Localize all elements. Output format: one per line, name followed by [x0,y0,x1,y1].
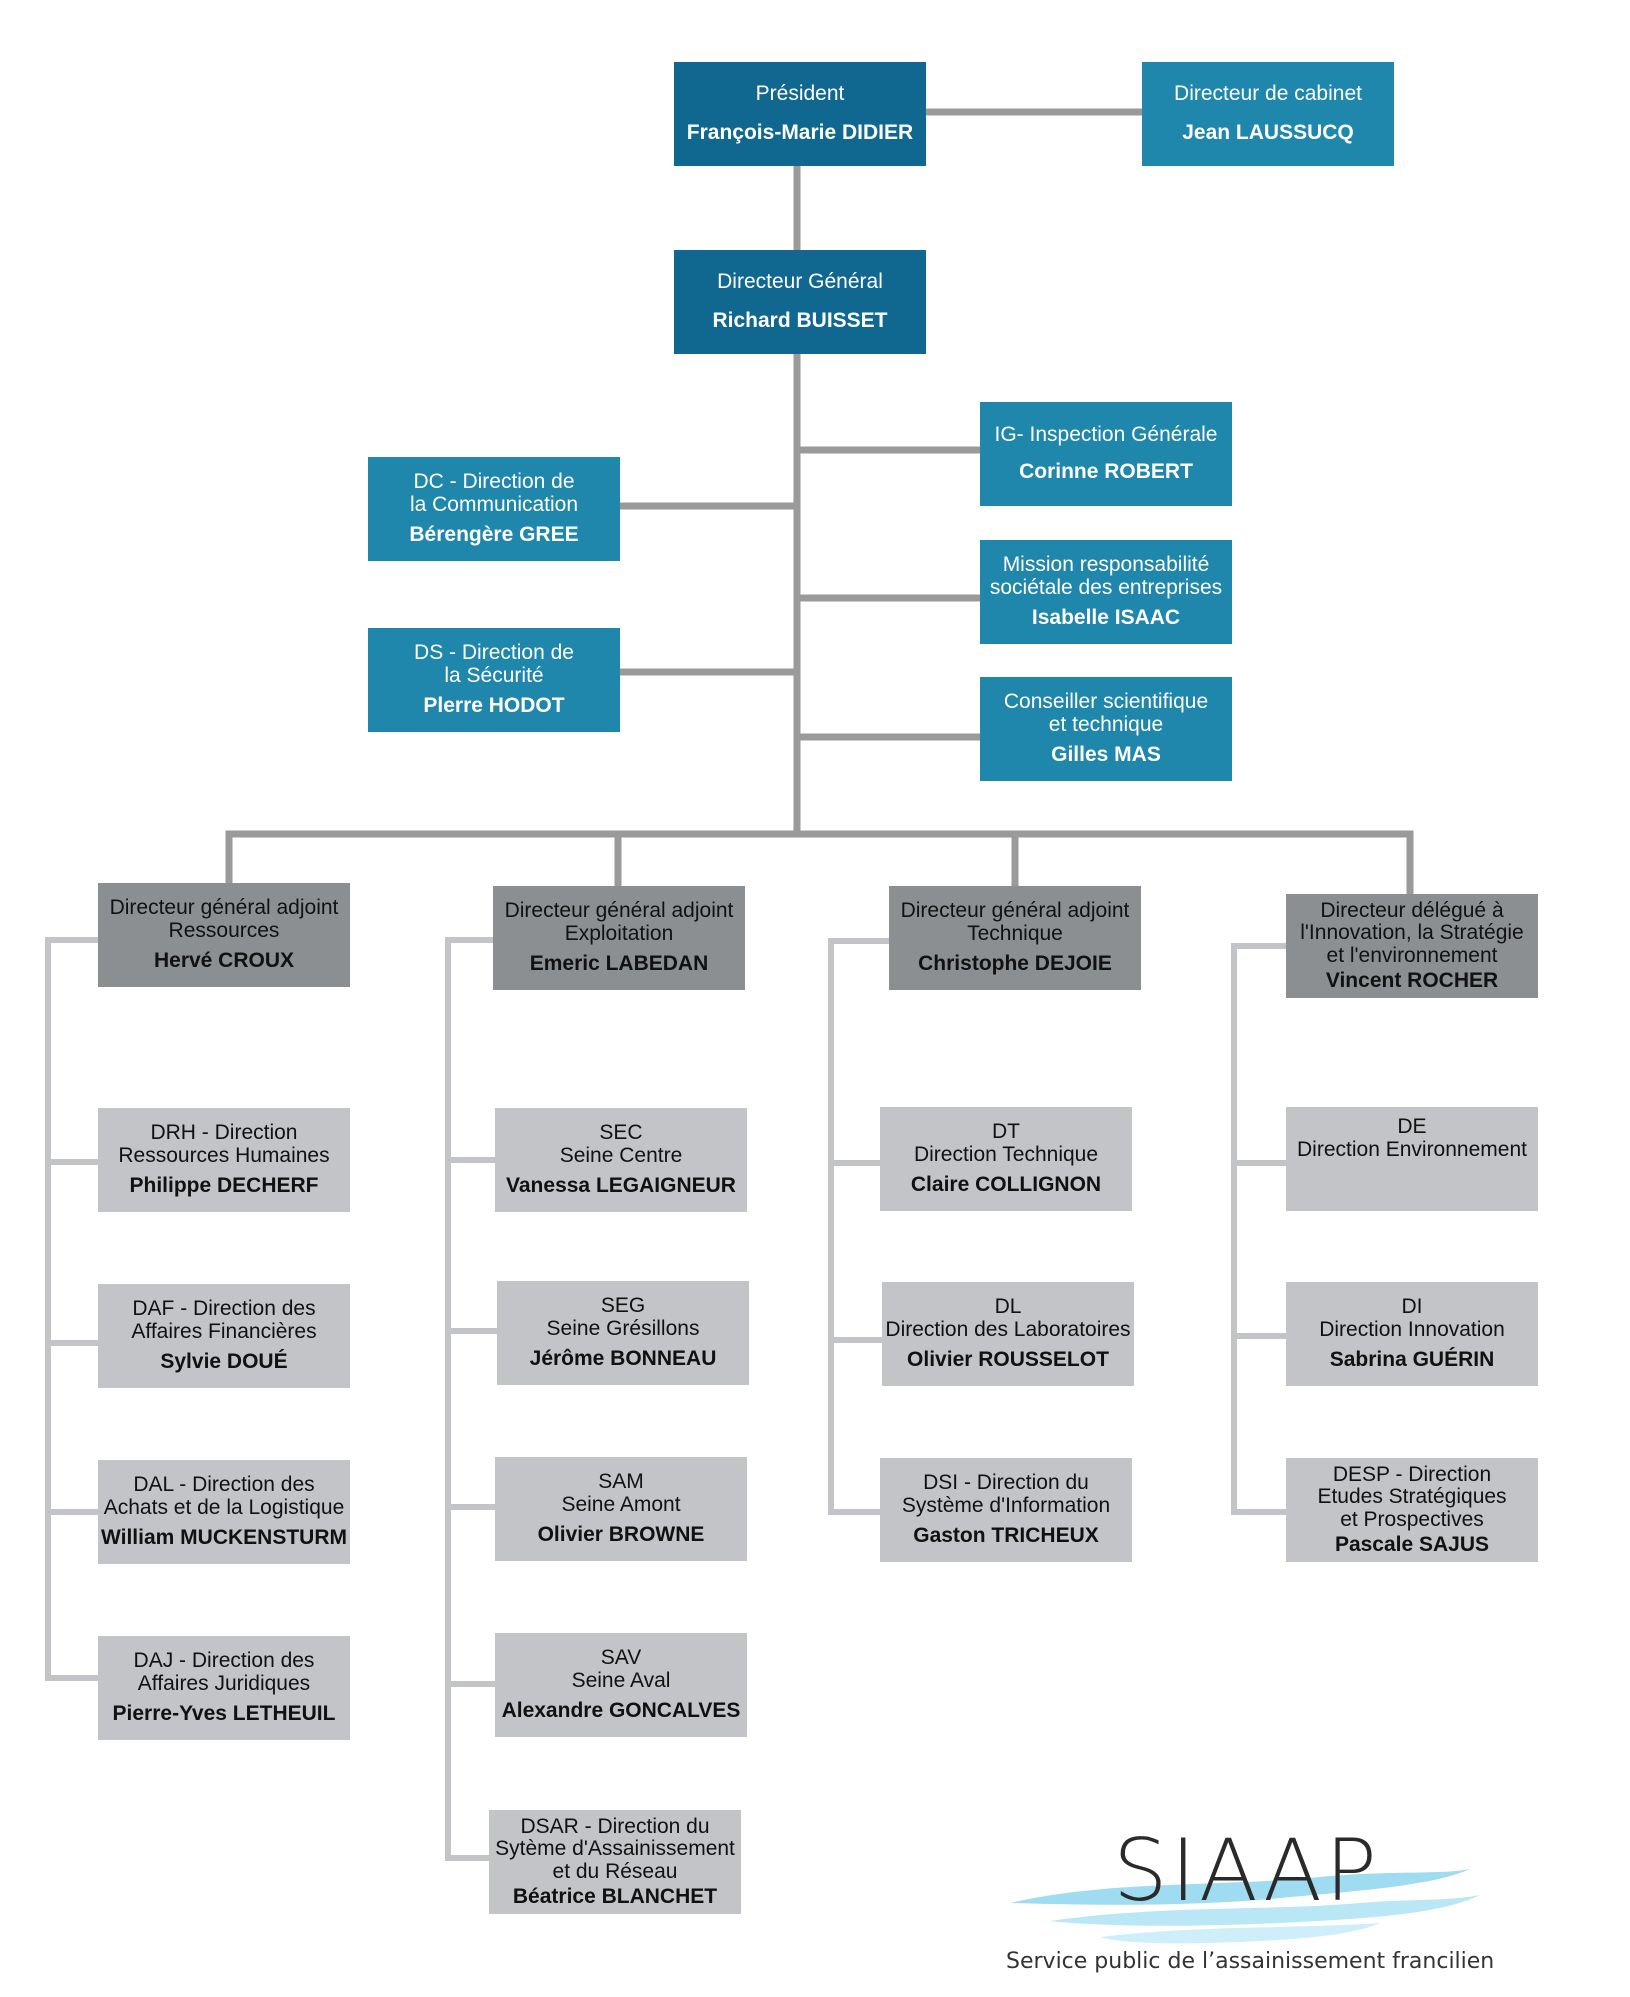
role-label: DAL - Direction des Achats et de la Logi… [103,1472,345,1519]
role-label: Directeur général adjoint Exploitation [504,898,734,945]
person-name: Olivier ROUSSELOT [907,1348,1109,1372]
unit-de: DE Direction Environnement [1286,1107,1538,1211]
role-label: Mission responsabilité sociétale des ent… [989,552,1223,599]
person-name: Pascale SAJUS [1334,1532,1490,1556]
siaap-logo: SIAAP Service public de l’assainissement… [990,1821,1500,1985]
person-name: Gilles MAS [1051,743,1161,767]
role-label: SEG Seine Grésillons [546,1293,700,1340]
unit-desp: DESP - Direction Etudes Stratégiques et … [1286,1458,1538,1562]
role-label: Conseiller scientifique et technique [1003,689,1209,736]
unit-daj: DAJ - Direction des Affaires Juridiques … [98,1636,350,1740]
deputy-head-innovation: Directeur délégué à l'Innovation, la Str… [1286,894,1538,998]
unit-sav: SAV Seine Aval Alexandre GONCALVES [495,1633,747,1737]
staff-box-dc: DC - Direction de la Communication Béren… [368,457,620,561]
deputy-head-technique: Directeur général adjoint Technique Chri… [889,886,1141,990]
role-label: Directeur de cabinet [1174,82,1362,106]
person-name: Sabrina GUÉRIN [1329,1348,1495,1372]
role-label: DL Direction des Laboratoires [885,1294,1131,1341]
person-name: Gaston TRICHEUX [913,1524,1099,1548]
role-label: IG- Inspection Générale [994,423,1218,447]
person-name: Pierre-Yves LETHEUIL [112,1702,336,1726]
person-name: Béatrice BLANCHET [512,1884,718,1908]
person-name: Olivier BROWNE [537,1523,705,1547]
role-label: DS - Direction de la Sécurité [414,640,574,687]
person-name: Jérôme BONNEAU [529,1347,717,1371]
unit-dl: DL Direction des Laboratoires Olivier RO… [882,1282,1134,1386]
unit-daf: DAF - Direction des Affaires Financières… [98,1284,350,1388]
role-label: Directeur Général [717,270,883,294]
person-name: Richard BUISSET [712,309,888,332]
role-label: DI Direction Innovation [1319,1294,1505,1341]
role-label: DAF - Direction des Affaires Financières [131,1296,317,1343]
role-label: Directeur général adjoint Ressources [109,895,339,942]
role-label: DESP - Direction Etudes Stratégiques et … [1317,1462,1507,1531]
role-label: Directeur général adjoint Technique [900,898,1130,945]
water-wave-graphic [1010,1869,1480,1944]
role-label: SEC Seine Centre [559,1120,683,1167]
deputy-head-ressources: Directeur général adjoint Ressources Her… [98,883,350,987]
staff-box-ds: DS - Direction de la Sécurité Plerre HOD… [368,628,620,732]
person-name: Claire COLLIGNON [910,1173,1102,1197]
role-label: SAV Seine Aval [571,1645,671,1692]
role-label: SAM Seine Amont [561,1469,681,1516]
person-name: Hervé CROUX [153,949,295,973]
person-name: Vanessa LEGAIGNEUR [506,1174,736,1198]
person-name: Bérengère GREE [409,523,579,547]
unit-dsar: DSAR - Direction du Sytème d'Assainissem… [489,1810,741,1914]
unit-dt: DT Direction Technique Claire COLLIGNON [880,1107,1132,1211]
role-label: DRH - Direction Ressources Humaines [118,1120,330,1167]
person-name: Christophe DEJOIE [918,952,1112,976]
unit-sam: SAM Seine Amont Olivier BROWNE [495,1457,747,1561]
person-name: Corinne ROBERT [1019,460,1193,483]
unit-seg: SEG Seine Grésillons Jérôme BONNEAU [497,1281,749,1385]
person-name: François-Marie DIDIER [686,121,914,144]
role-label: Président [755,82,845,106]
president-box: Président François-Marie DIDIER [674,62,926,166]
person-name: Alexandre GONCALVES [501,1699,741,1723]
person-name: Isabelle ISAAC [1031,606,1181,630]
cabinet-director-box: Directeur de cabinet Jean LAUSSUCQ [1142,62,1394,166]
director-general-box: Directeur Général Richard BUISSET [674,250,926,354]
person-name: Jean LAUSSUCQ [1182,121,1354,144]
role-label: Directeur délégué à l'Innovation, la Str… [1300,898,1524,967]
role-label: DSAR - Direction du Sytème d'Assainissem… [495,1814,735,1883]
role-label: DSI - Direction du Système d'Information [901,1470,1111,1517]
unit-dal: DAL - Direction des Achats et de la Logi… [98,1460,350,1564]
role-label: DAJ - Direction des Affaires Juridiques [133,1648,315,1695]
person-name: Emeric LABEDAN [529,952,709,976]
role-label: DE Direction Environnement [1297,1115,1527,1161]
role-label: DT Direction Technique [913,1119,1099,1166]
person-name: Vincent ROCHER [1325,968,1499,992]
unit-di: DI Direction Innovation Sabrina GUÉRIN [1286,1282,1538,1386]
person-name: Philippe DECHERF [129,1174,319,1198]
unit-drh: DRH - Direction Ressources Humaines Phil… [98,1108,350,1212]
staff-box-ig: IG- Inspection Générale Corinne ROBERT [980,402,1232,506]
person-name: Plerre HODOT [423,694,565,718]
logo-tagline: Service public de l’assainissement franc… [1006,1949,1495,1974]
person-name: Sylvie DOUÉ [160,1350,288,1374]
unit-dsi: DSI - Direction du Système d'Information… [880,1458,1132,1562]
staff-box-mrse: Mission responsabilité sociétale des ent… [980,540,1232,644]
logo-wordmark: SIAAP [1113,1821,1380,1921]
person-name: William MUCKENSTURM [101,1526,347,1550]
unit-sec: SEC Seine Centre Vanessa LEGAIGNEUR [495,1108,747,1212]
staff-box-cst: Conseiller scientifique et technique Gil… [980,677,1232,781]
role-label: DC - Direction de la Communication [409,469,579,516]
deputy-head-exploitation: Directeur général adjoint Exploitation E… [493,886,745,990]
